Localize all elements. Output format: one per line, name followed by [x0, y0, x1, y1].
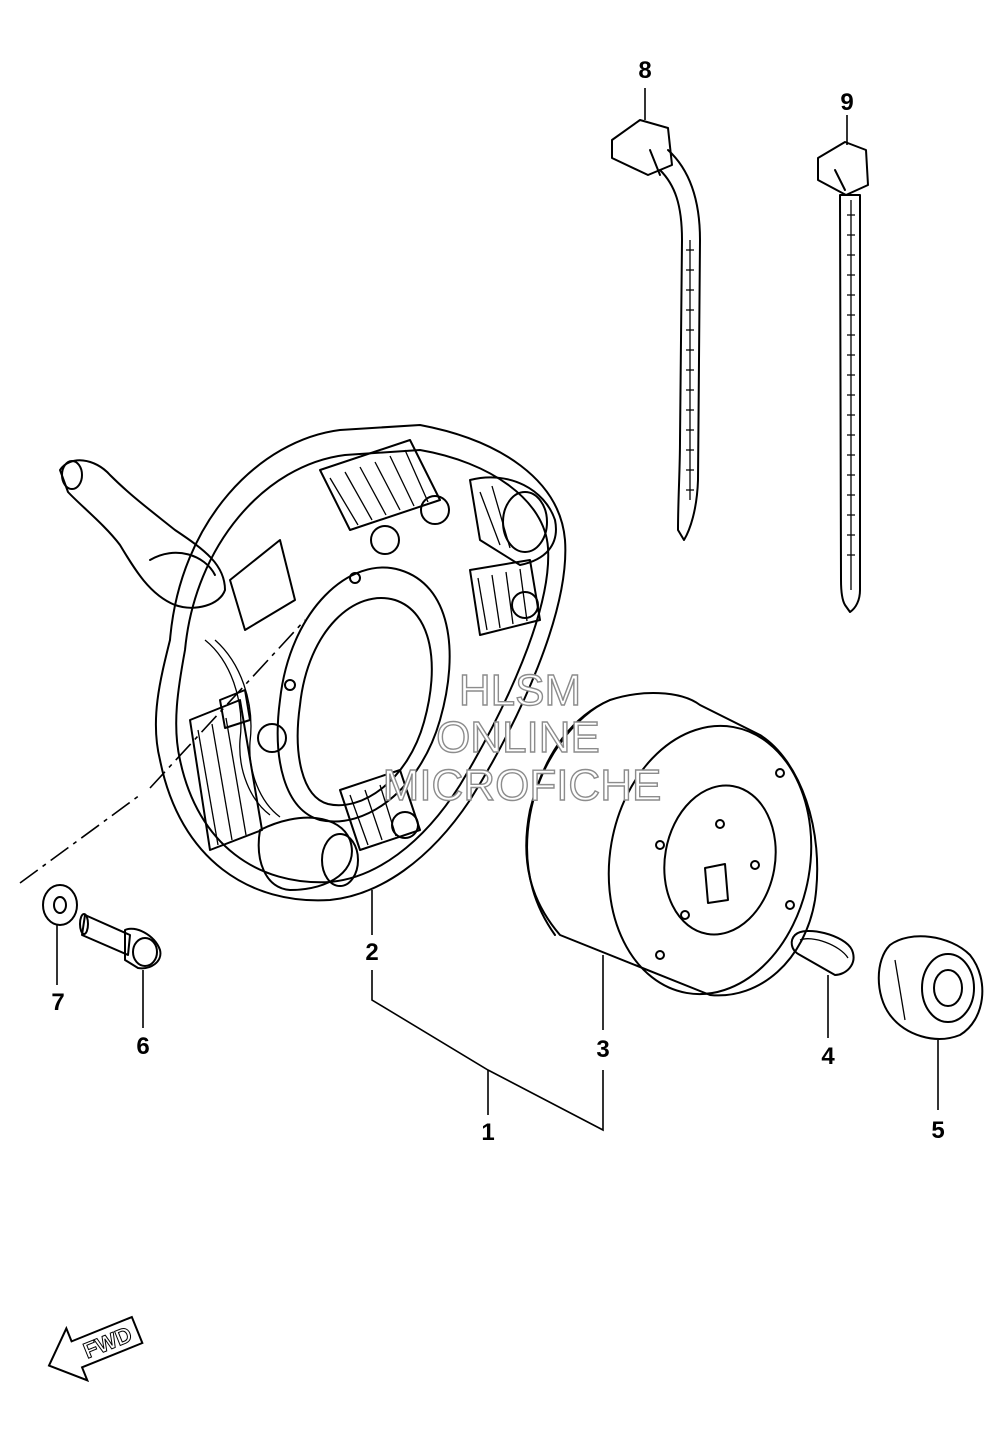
label-part-1: 1	[481, 1119, 494, 1146]
label-part-2: 2	[365, 939, 378, 966]
label-part-9: 9	[840, 89, 853, 116]
watermark-line-2: ONLINE	[436, 713, 600, 762]
stator-coil-right	[469, 559, 541, 636]
stator-assembly[interactable]	[59, 424, 567, 902]
label-part-3: 3	[596, 1036, 609, 1063]
watermark-line-1: HLSM	[459, 666, 581, 715]
label-part-8: 8	[638, 57, 651, 84]
rotor-flywheel[interactable]	[525, 692, 832, 1010]
washer[interactable]	[42, 884, 78, 926]
leader-lines	[19, 88, 939, 1132]
key[interactable]	[790, 930, 855, 976]
stator-coil-bottom	[257, 769, 421, 891]
stator-coil-top	[319, 439, 441, 531]
stator-coil-right-top	[469, 476, 557, 566]
fwd-arrow-shape	[47, 1315, 144, 1383]
label-part-6: 6	[136, 1033, 149, 1060]
label-part-5: 5	[931, 1117, 944, 1144]
cable-tie-8[interactable]	[611, 119, 701, 541]
nut[interactable]	[877, 935, 984, 1040]
part-labels: 8 9 2 7 6 3 4 1 5	[51, 57, 944, 1146]
forward-arrow: FWD	[47, 1315, 144, 1383]
cable-tie-9[interactable]	[817, 141, 869, 613]
label-part-7: 7	[51, 989, 64, 1016]
label-part-4: 4	[821, 1043, 835, 1070]
watermark: HLSM ONLINE MICROFICHE	[382, 665, 662, 810]
bolt[interactable]	[79, 913, 162, 970]
watermark-line-3: MICROFICHE	[383, 761, 662, 810]
